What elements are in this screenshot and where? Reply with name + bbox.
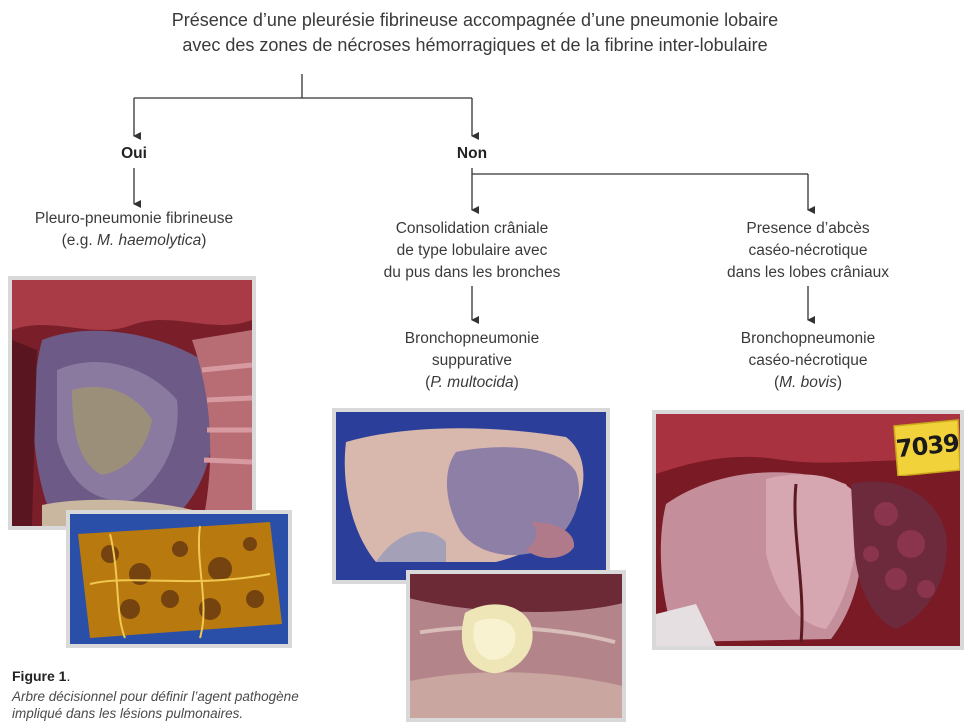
figure-caption-line1: Arbre décisionnel pour définir l’agent p… xyxy=(12,688,352,705)
no-right-condition-line1: Presence d’abcès xyxy=(678,218,938,240)
no-left-result-line1: Bronchopneumonie xyxy=(342,328,602,350)
yes-result-line2: (e.g. M. haemolytica) xyxy=(4,230,264,252)
photo-suppurative-lung xyxy=(332,408,610,584)
photo-pleuropneumonia-thorax xyxy=(8,276,256,530)
no-right-agent-name: M. bovis xyxy=(779,374,837,391)
root-question: Présence d’une pleurésie fibrineuse acco… xyxy=(60,8,890,58)
figure-caption: Arbre décisionnel pour définir l’agent p… xyxy=(12,688,352,722)
no-left-agent-suffix: ) xyxy=(514,374,519,391)
yes-result: Pleuro-pneumonie fibrineuse (e.g. M. hae… xyxy=(4,208,264,252)
no-right-agent: (M. bovis) xyxy=(678,372,938,394)
yes-result-line1: Pleuro-pneumonie fibrineuse xyxy=(4,208,264,230)
figure-caption-line2: impliqué dans les lésions pulmonaires. xyxy=(12,705,352,722)
no-right-result-line1: Bronchopneumonie xyxy=(678,328,938,350)
no-left-result: Bronchopneumonie suppurative (P. multoci… xyxy=(342,328,602,394)
no-left-agent: (P. multocida) xyxy=(342,372,602,394)
no-left-condition-line3: du pus dans les bronches xyxy=(342,262,602,284)
branch-yes-label: Oui xyxy=(84,143,184,165)
figure-title-period: . xyxy=(66,668,70,684)
photo-lung-cut-surface xyxy=(66,510,292,648)
no-right-result-line2: caséo-nécrotique xyxy=(678,350,938,372)
yes-agent-prefix: (e.g. xyxy=(62,232,97,249)
yes-agent-name: M. haemolytica xyxy=(97,232,201,249)
no-right-condition: Presence d’abcès caséo-nécrotique dans l… xyxy=(678,218,938,284)
root-question-line1: Présence d’une pleurésie fibrineuse acco… xyxy=(60,8,890,33)
no-left-condition-line1: Consolidation crâniale xyxy=(342,218,602,240)
no-right-agent-suffix: ) xyxy=(837,374,842,391)
no-left-condition-line2: de type lobulaire avec xyxy=(342,240,602,262)
no-right-condition-line2: caséo-nécrotique xyxy=(678,240,938,262)
no-left-agent-name: P. multocida xyxy=(430,374,513,391)
no-left-result-line2: suppurative xyxy=(342,350,602,372)
photo-bronchus-pus xyxy=(406,570,626,722)
no-right-condition-line3: dans les lobes crâniaux xyxy=(678,262,938,284)
photo-caseonecrotic-lung: 7039 xyxy=(652,410,964,650)
branch-no-label: Non xyxy=(422,143,522,165)
no-right-result: Bronchopneumonie caséo-nécrotique (M. bo… xyxy=(678,328,938,394)
figure-title: Figure 1. xyxy=(12,668,70,684)
yes-agent-suffix: ) xyxy=(201,232,206,249)
root-question-line2: avec des zones de nécroses hémorragiques… xyxy=(60,33,890,58)
figure-title-text: Figure 1 xyxy=(12,668,66,684)
no-left-condition: Consolidation crâniale de type lobulaire… xyxy=(342,218,602,284)
